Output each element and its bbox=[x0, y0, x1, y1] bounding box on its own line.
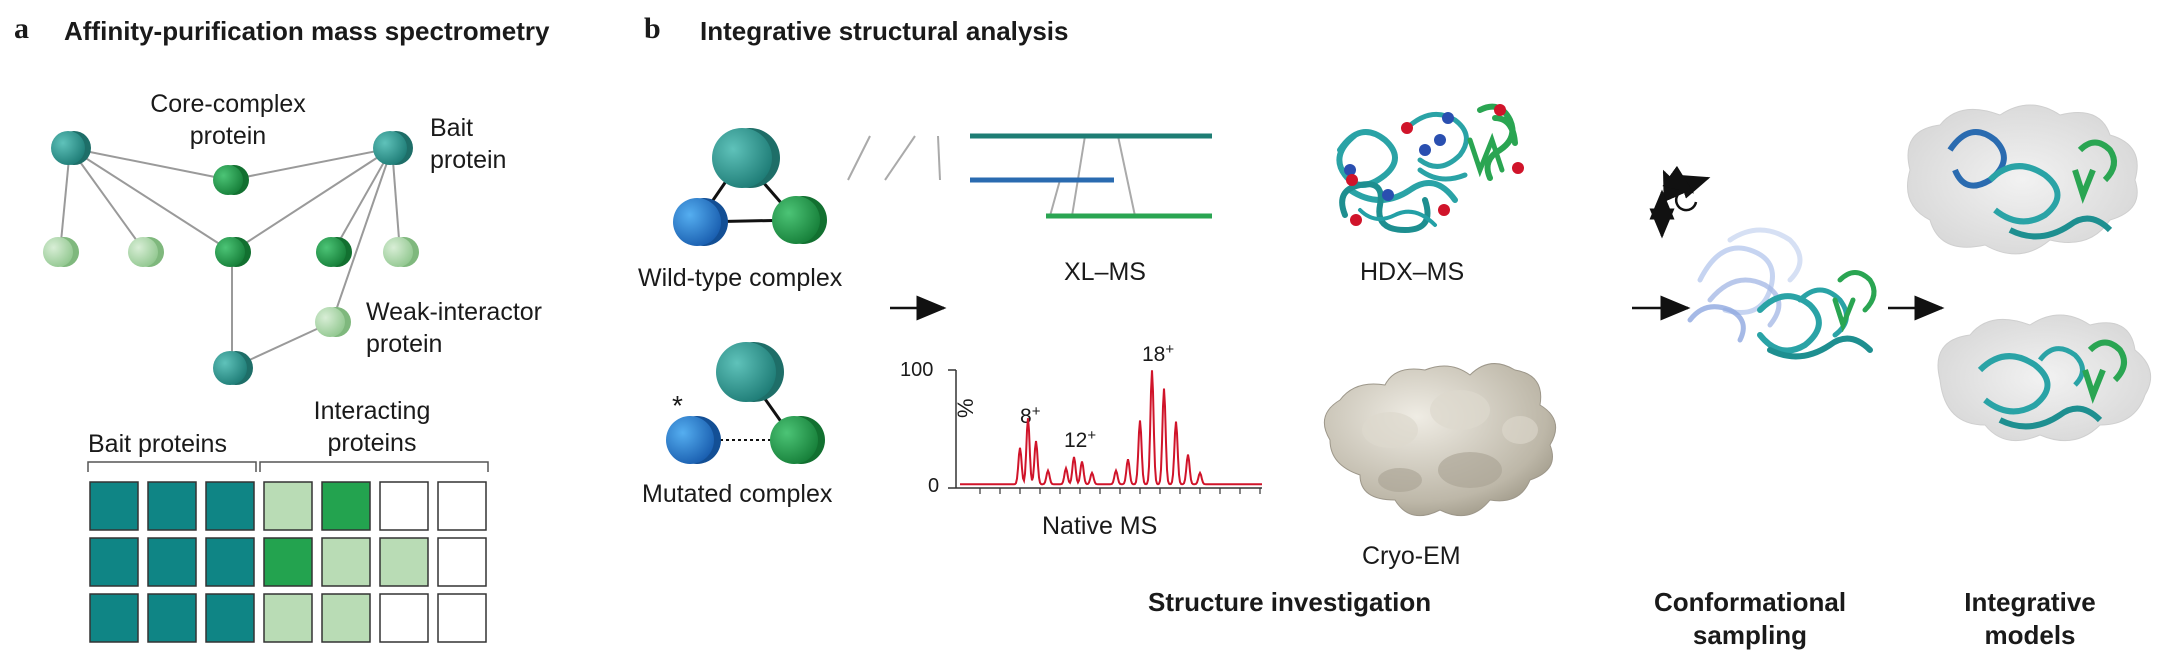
integrative-model-bottom bbox=[1937, 314, 2152, 442]
move-rotate-icon bbox=[1649, 165, 1711, 239]
panel-a-title: Affinity-purification mass spectrometry bbox=[64, 16, 550, 46]
weak-node-2 bbox=[128, 237, 164, 267]
wt-green-subunit bbox=[772, 196, 827, 244]
hdx-ms-structure bbox=[1336, 103, 1518, 234]
interacting-bracket bbox=[259, 461, 489, 472]
bait-bracket bbox=[87, 461, 257, 472]
mut-teal-subunit bbox=[716, 342, 784, 402]
wild-type-label: Wild-type complex bbox=[638, 264, 843, 292]
weak-interactor-label: Weak-interactor protein bbox=[366, 298, 542, 358]
core-node-mid bbox=[215, 237, 251, 267]
cryo-em-map bbox=[1323, 363, 1557, 517]
xl-ms-diagram bbox=[847, 133, 1212, 219]
integrative-model-top bbox=[1907, 104, 2138, 255]
panel-b-letter: b bbox=[644, 12, 661, 45]
interacting-proteins-label: Interacting proteins bbox=[313, 397, 431, 457]
hdx-ms-label: HDX–MS bbox=[1360, 258, 1465, 286]
wild-type-complex bbox=[673, 128, 827, 246]
mut-green-subunit bbox=[770, 416, 825, 464]
bait-node-left bbox=[51, 131, 91, 165]
weak-node-3 bbox=[383, 237, 419, 267]
y-tick-0: 0 bbox=[928, 475, 940, 497]
mut-blue-subunit bbox=[666, 416, 721, 464]
mutation-asterisk: * bbox=[672, 390, 683, 421]
peak-label-18: 18+ bbox=[1142, 341, 1175, 366]
core-complex-label: Core-complex protein bbox=[150, 90, 306, 150]
bait-node-bottom bbox=[213, 351, 253, 385]
native-ms-label: Native MS bbox=[1042, 512, 1158, 540]
bait-proteins-label: Bait proteins bbox=[88, 430, 227, 458]
mutated-complex bbox=[666, 342, 825, 464]
core-node-top bbox=[213, 165, 249, 195]
wt-blue-subunit bbox=[673, 198, 728, 246]
cryo-em-label: Cryo-EM bbox=[1362, 542, 1461, 570]
structure-investigation-heading: Structure investigation bbox=[1148, 587, 1432, 617]
ap-ms-grid bbox=[89, 481, 487, 643]
native-ms-plot bbox=[948, 369, 1262, 494]
weak-node-1 bbox=[43, 237, 79, 267]
integrative-models-heading: Integrative models bbox=[1964, 587, 2096, 651]
ms-spectrum-trace bbox=[960, 370, 1262, 486]
conformational-ensemble bbox=[1687, 227, 1877, 360]
wt-teal-subunit bbox=[712, 128, 780, 188]
weak-node-4 bbox=[315, 307, 351, 337]
conformational-sampling-heading: Conformational sampling bbox=[1653, 587, 1847, 651]
peak-label-12: 12+ bbox=[1064, 427, 1097, 452]
bait-label: Bait protein bbox=[430, 114, 507, 174]
panel-a-letter: a bbox=[14, 12, 29, 45]
core-node-right bbox=[316, 237, 352, 267]
network-nodes bbox=[43, 131, 419, 385]
panel-b-title: Integrative structural analysis bbox=[700, 16, 1069, 46]
interaction-network bbox=[59, 147, 401, 369]
xl-ms-label: XL–MS bbox=[1064, 258, 1146, 286]
y-tick-100: 100 bbox=[900, 359, 934, 381]
hdx-ms-labels bbox=[1344, 104, 1524, 226]
bait-node-right bbox=[373, 131, 413, 165]
mutated-label: Mutated complex bbox=[642, 480, 833, 508]
peak-label-8: 8+ bbox=[1020, 403, 1041, 428]
